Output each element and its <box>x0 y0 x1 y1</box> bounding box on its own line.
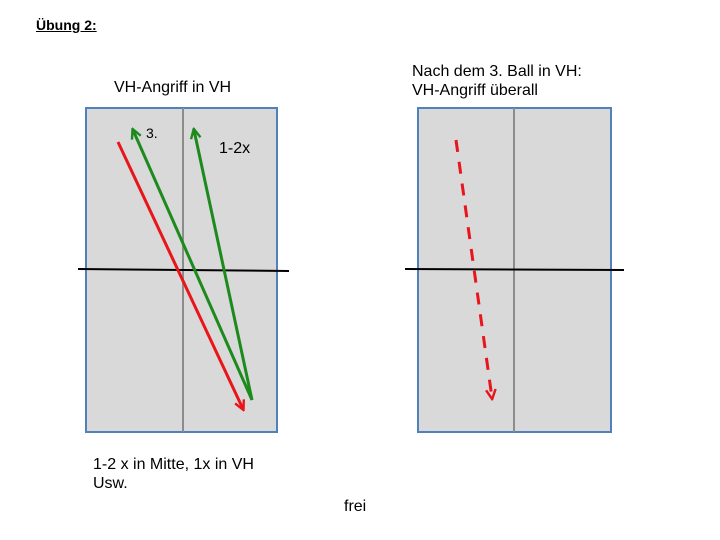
left-caption-line2: Usw. <box>93 475 128 492</box>
right-diagram-title-line2: VH-Angriff überall <box>412 82 538 99</box>
left-table <box>77 107 290 433</box>
left-caption-line1: 1-2 x in Mitte, 1x in VH <box>93 456 254 473</box>
right-table <box>404 107 625 433</box>
right-diagram-title-line1: Nach dem 3. Ball in VH: <box>412 63 582 80</box>
left-table-net <box>77 268 290 272</box>
red-arrow-vh-attack <box>116 141 243 409</box>
label-repeat-count: 1-2x <box>219 140 251 157</box>
right-table-net <box>404 268 625 271</box>
footer-free: frei <box>344 498 367 515</box>
label-third-ball: 3. <box>146 125 158 141</box>
left-diagram-title: VH-Angriff in VH <box>114 79 232 96</box>
exercise-heading: Übung 2: <box>36 17 97 33</box>
green-arrow-middle <box>194 130 254 401</box>
green-arrow-third-ball <box>133 130 254 401</box>
